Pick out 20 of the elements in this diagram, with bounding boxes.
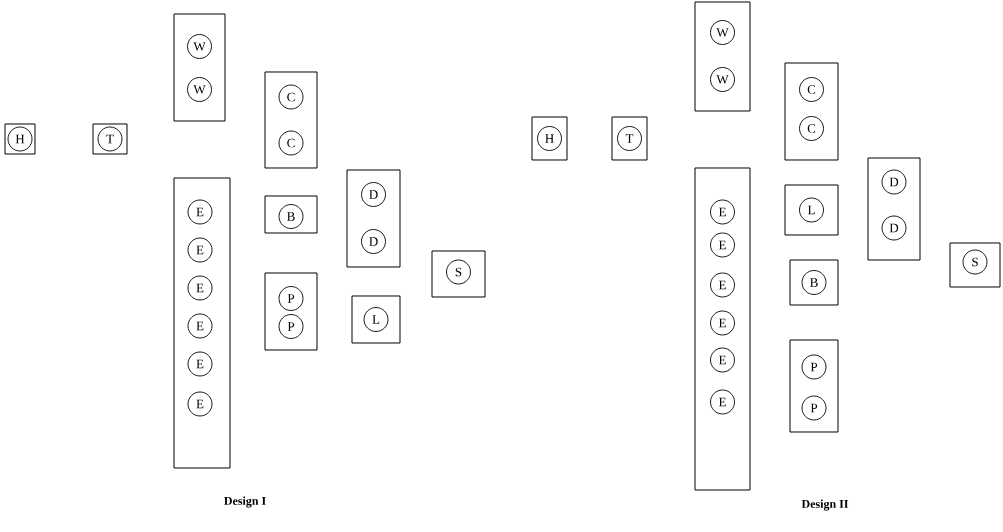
caption-text: Design II [801, 499, 849, 511]
group-box [431, 250, 486, 298]
group-box [611, 116, 648, 161]
group-box [784, 62, 839, 161]
group-box [949, 242, 1001, 288]
group-box [784, 184, 839, 236]
group-box [694, 1, 751, 112]
group-box [694, 167, 751, 491]
group-box [173, 13, 226, 122]
group-box [351, 295, 401, 344]
group-box [531, 116, 568, 161]
group-box [789, 259, 839, 306]
group-box [264, 195, 318, 234]
group-box [789, 339, 839, 433]
group-box [173, 177, 231, 469]
group-box [264, 71, 318, 169]
group-box [346, 169, 401, 268]
group-box [264, 272, 318, 351]
group-box [867, 157, 921, 261]
caption-text: Design I [224, 496, 266, 508]
